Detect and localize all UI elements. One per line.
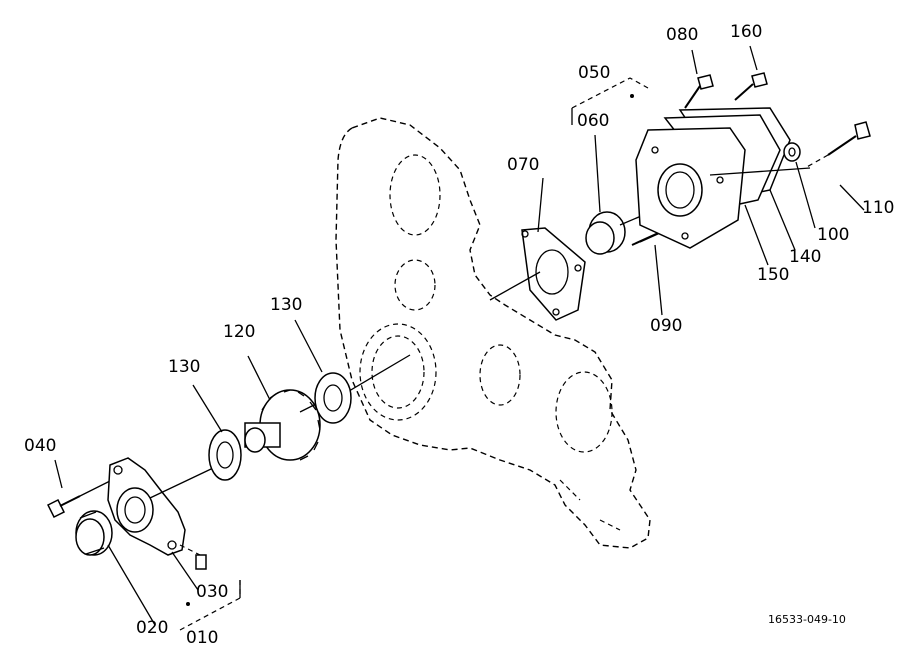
bracket-010 xyxy=(179,580,241,631)
label-020: 020 xyxy=(136,618,168,638)
label-090: 090 xyxy=(650,316,682,336)
pin-030 xyxy=(179,544,207,570)
label-040: 040 xyxy=(24,436,56,456)
idle-gear-120 xyxy=(244,389,321,461)
label-030: 030 xyxy=(196,582,228,602)
label-140: 140 xyxy=(789,247,821,267)
label-130-right: 130 xyxy=(270,295,302,315)
label-150: 150 xyxy=(757,265,789,285)
oil-seal-060 xyxy=(585,207,661,255)
thrust-washer-130-left xyxy=(208,429,242,481)
label-160: 160 xyxy=(730,22,762,42)
bearing-holder-010 xyxy=(107,457,231,556)
bolt-080 xyxy=(684,74,714,109)
label-080: 080 xyxy=(666,25,698,45)
oil-seal-020 xyxy=(75,510,113,556)
bolt-110 xyxy=(804,121,871,169)
bolt-160 xyxy=(734,72,768,101)
figure-code: 16533-049-10 xyxy=(768,613,846,626)
nut-100 xyxy=(783,142,801,162)
label-120: 120 xyxy=(223,322,255,342)
label-070: 070 xyxy=(507,155,539,175)
gear-case xyxy=(335,117,651,549)
label-110: 110 xyxy=(862,198,894,218)
gasket-070 xyxy=(489,227,586,321)
bracket-050 xyxy=(571,77,649,125)
leader-lines xyxy=(54,45,865,626)
thrust-washer-130-right xyxy=(314,372,352,424)
label-130-left: 130 xyxy=(168,357,200,377)
label-010: 010 xyxy=(186,628,218,648)
label-100: 100 xyxy=(817,225,849,245)
label-050: 050 xyxy=(578,63,610,83)
label-060: 060 xyxy=(577,111,609,131)
pump-housing-050 xyxy=(635,107,811,249)
bolt-040 xyxy=(46,479,113,519)
